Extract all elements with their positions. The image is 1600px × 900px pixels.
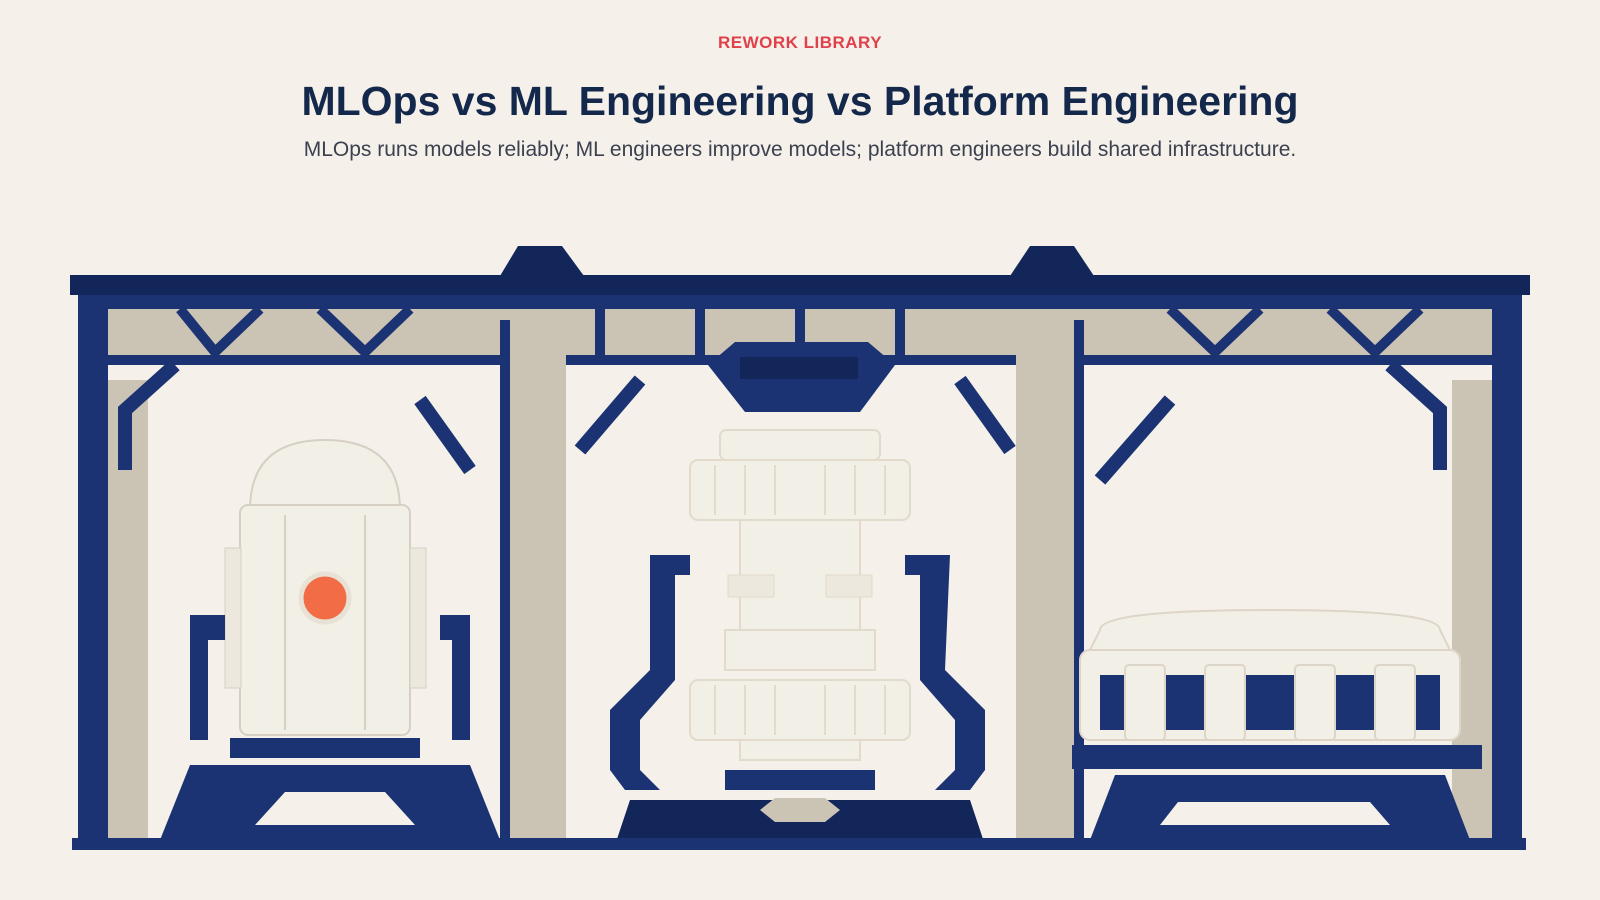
- floor-beam: [72, 838, 1526, 850]
- right-wall: [1492, 309, 1522, 839]
- top-beam: [70, 275, 1530, 295]
- left-cradle: [160, 615, 500, 840]
- center-clamp-inner: [740, 357, 858, 379]
- pillar-left-edge: [500, 320, 510, 840]
- page-title: MLOps vs ML Engineering vs Platform Engi…: [301, 78, 1299, 124]
- status-light: [298, 571, 352, 625]
- right-cradle: [1072, 745, 1482, 840]
- capsule-unit: [224, 438, 427, 736]
- top-cap-left: [500, 246, 584, 276]
- top-cap-right: [1010, 246, 1094, 276]
- pillar-left: [508, 320, 566, 840]
- truss-braces: [176, 305, 1424, 360]
- left-wall: [78, 309, 108, 839]
- right-wall-inner: [1452, 380, 1492, 840]
- page-subtitle: MLOps runs models reliably; ML engineers…: [303, 138, 1297, 161]
- ring-unit: [1079, 608, 1461, 741]
- eyebrow-label: REWORK LIBRARY: [717, 33, 883, 52]
- three-bay-machine-illustration: [70, 246, 1530, 850]
- stacked-core-unit: [689, 429, 911, 761]
- pillar-right: [1016, 320, 1074, 840]
- middle-cradle: [610, 555, 985, 845]
- top-beam-lower: [78, 295, 1522, 309]
- corner-braces: [118, 359, 1447, 485]
- pillar-right-edge: [1074, 320, 1084, 840]
